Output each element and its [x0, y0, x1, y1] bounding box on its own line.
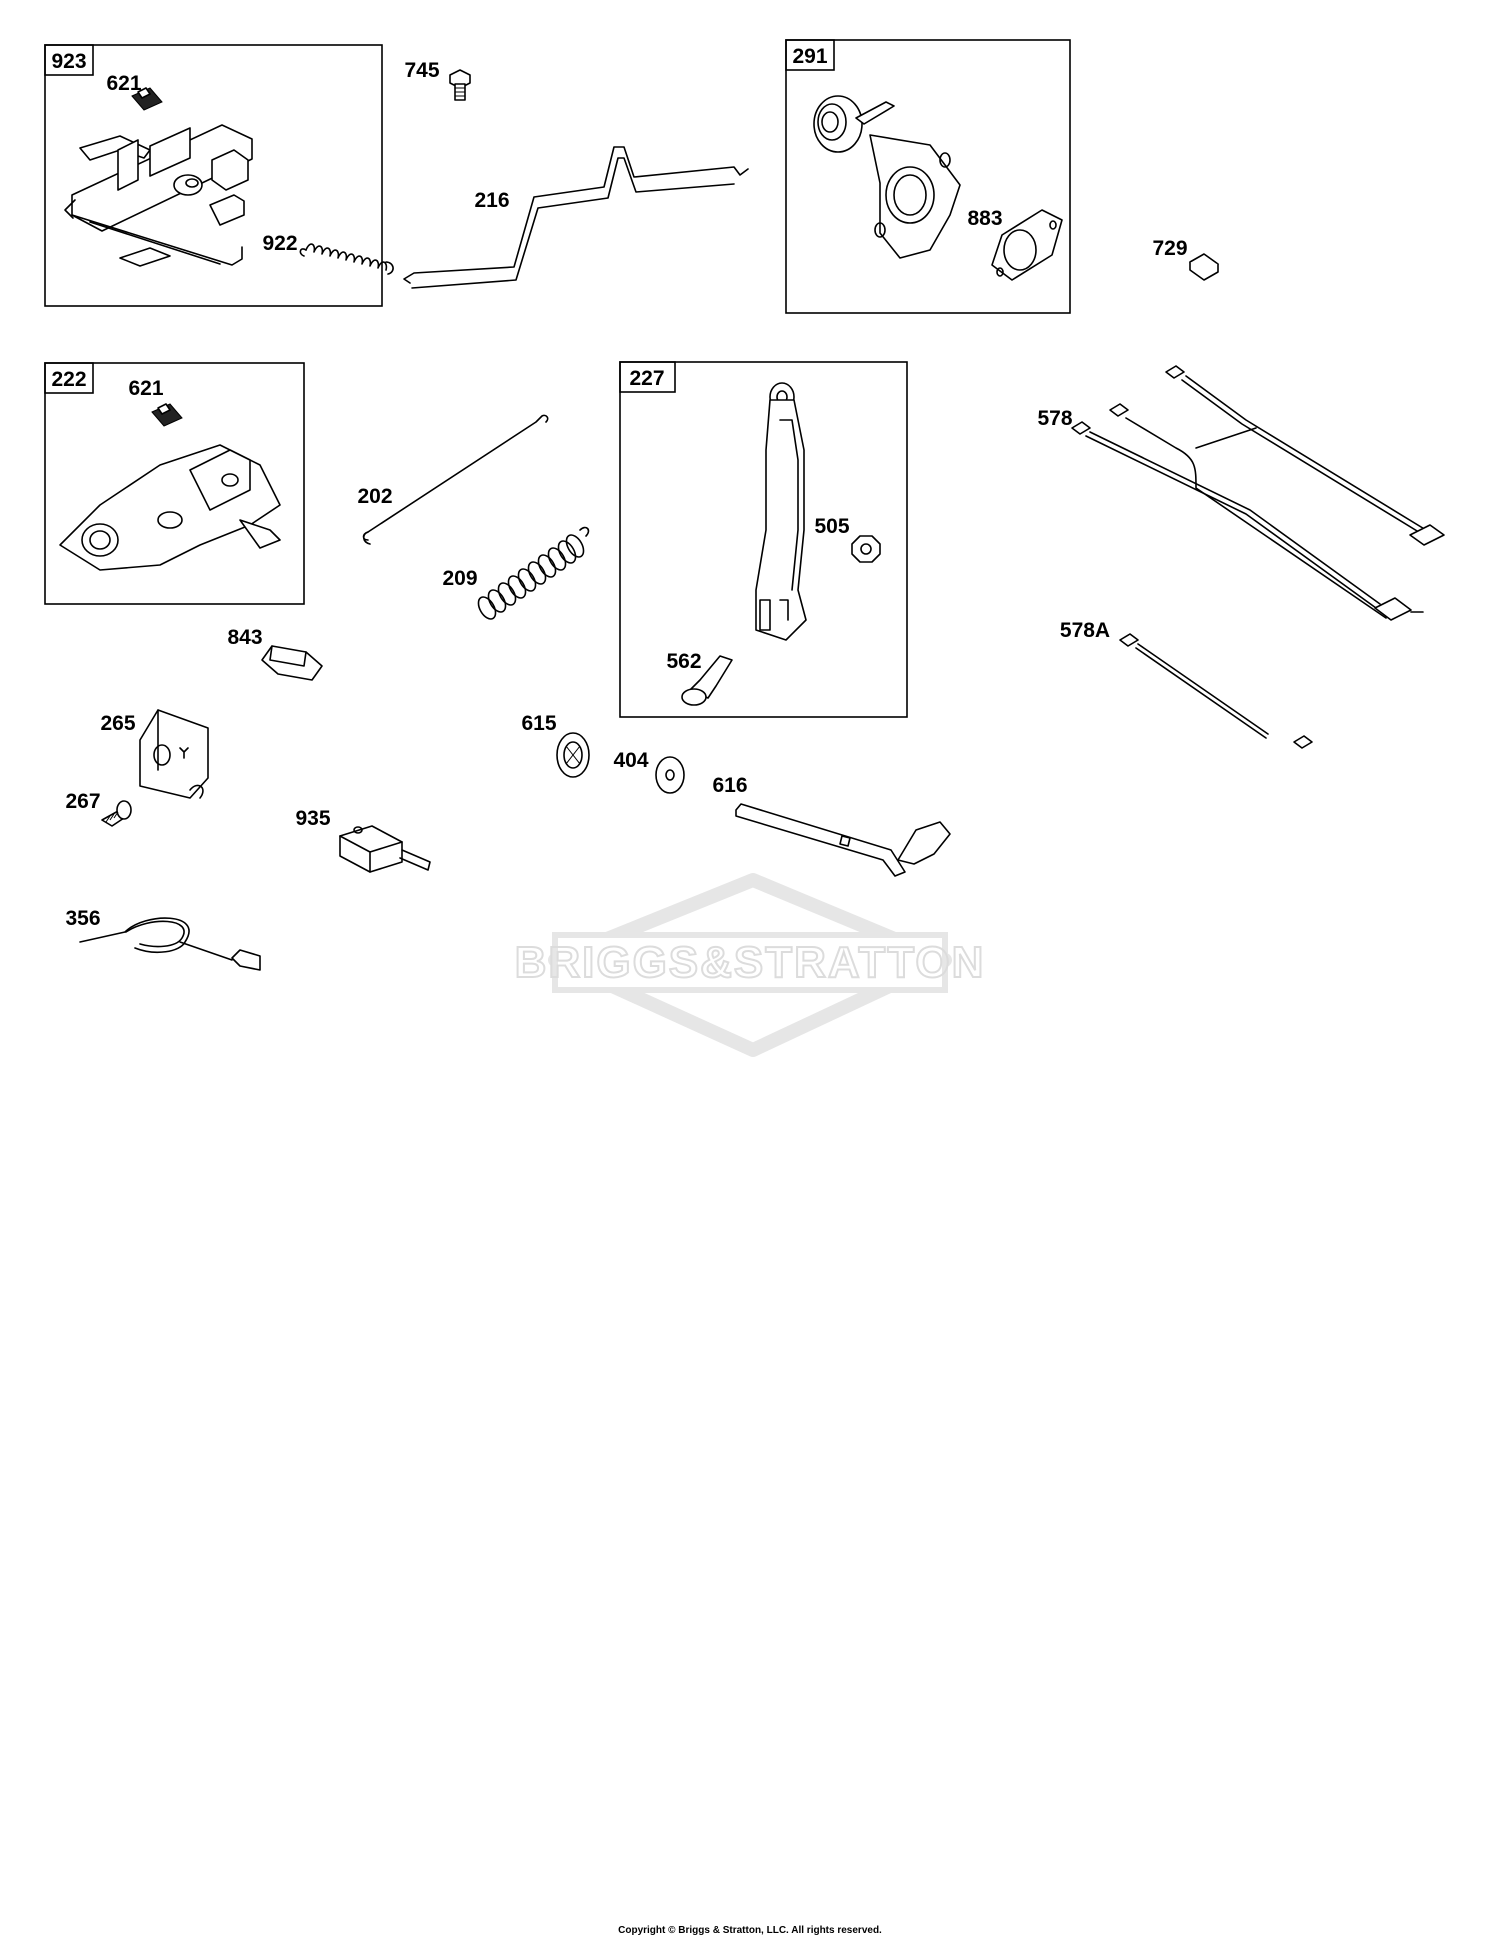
part-label-202[interactable]: 202 — [357, 485, 392, 508]
washer-404-icon[interactable] — [655, 756, 685, 794]
part-label-562[interactable]: 562 — [666, 650, 701, 673]
screw-267-icon[interactable] — [101, 800, 132, 827]
wire-356-icon[interactable] — [79, 917, 261, 971]
clip-621-icon[interactable] — [131, 87, 163, 111]
part-label-209[interactable]: 209 — [442, 567, 477, 590]
box-label-923: 923 — [51, 50, 86, 73]
copyright-text: Copyright © Briggs & Stratton, LLC. All … — [618, 1925, 882, 1936]
link-rod-216-icon[interactable] — [403, 146, 749, 289]
choke-control-291-icon[interactable] — [813, 95, 961, 259]
part-label-883[interactable]: 883 — [967, 207, 1002, 230]
part-label-505[interactable]: 505 — [814, 515, 849, 538]
wire-harness-578-icon[interactable] — [1071, 365, 1445, 621]
box-label-222: 222 — [51, 368, 86, 391]
part-label-843[interactable]: 843 — [227, 626, 262, 649]
control-bracket-222-icon[interactable] — [59, 444, 281, 571]
part-label-935[interactable]: 935 — [295, 807, 330, 830]
part-label-216[interactable]: 216 — [474, 189, 509, 212]
clip-729-icon[interactable] — [1189, 253, 1219, 281]
box-label-227: 227 — [629, 367, 664, 390]
clip-621-b-icon[interactable] — [151, 403, 183, 427]
assembly-box-923[interactable]: 923 — [44, 44, 383, 307]
sleeve-843-icon[interactable] — [261, 645, 323, 681]
part-label-578A[interactable]: 578A — [1060, 619, 1110, 642]
part-label-745[interactable]: 745 — [404, 59, 439, 82]
assembly-box-291[interactable]: 291 — [785, 39, 1071, 314]
wire-578A-icon[interactable] — [1119, 633, 1313, 749]
bolt-745-icon[interactable] — [449, 69, 471, 101]
shaft-616-icon[interactable] — [735, 803, 951, 877]
part-label-356[interactable]: 356 — [65, 907, 100, 930]
part-label-404[interactable]: 404 — [613, 749, 648, 772]
cover-265-icon[interactable] — [139, 709, 209, 799]
part-label-267[interactable]: 267 — [65, 790, 100, 813]
nut-505-icon[interactable] — [851, 535, 881, 563]
part-label-616[interactable]: 616 — [712, 774, 747, 797]
part-label-922[interactable]: 922 — [262, 232, 297, 255]
part-label-621-b[interactable]: 621 — [128, 377, 163, 400]
spring-922-icon[interactable] — [299, 243, 394, 275]
part-label-621[interactable]: 621 — [106, 72, 141, 95]
part-label-265[interactable]: 265 — [100, 712, 135, 735]
gasket-883-icon[interactable] — [991, 209, 1063, 281]
part-label-578[interactable]: 578 — [1037, 407, 1072, 430]
bushing-615-icon[interactable] — [556, 732, 590, 778]
spring-209-icon[interactable] — [475, 526, 590, 622]
part-label-729[interactable]: 729 — [1152, 237, 1187, 260]
part-label-615[interactable]: 615 — [521, 712, 556, 735]
switch-935-icon[interactable] — [339, 825, 431, 873]
briggs-stratton-watermark: BRIGGS&STRATTON — [514, 873, 986, 1057]
assembly-box-222[interactable]: 222 — [44, 362, 305, 605]
box-label-291: 291 — [792, 45, 827, 68]
rod-202-icon[interactable] — [362, 414, 549, 545]
watermark-text: BRIGGS&STRATTON — [515, 938, 986, 987]
control-bracket-923-icon[interactable] — [64, 124, 253, 267]
assembly-box-227[interactable]: 227 — [619, 361, 908, 718]
pin-562-icon[interactable] — [681, 655, 733, 706]
governor-lever-227-icon[interactable] — [755, 382, 807, 641]
